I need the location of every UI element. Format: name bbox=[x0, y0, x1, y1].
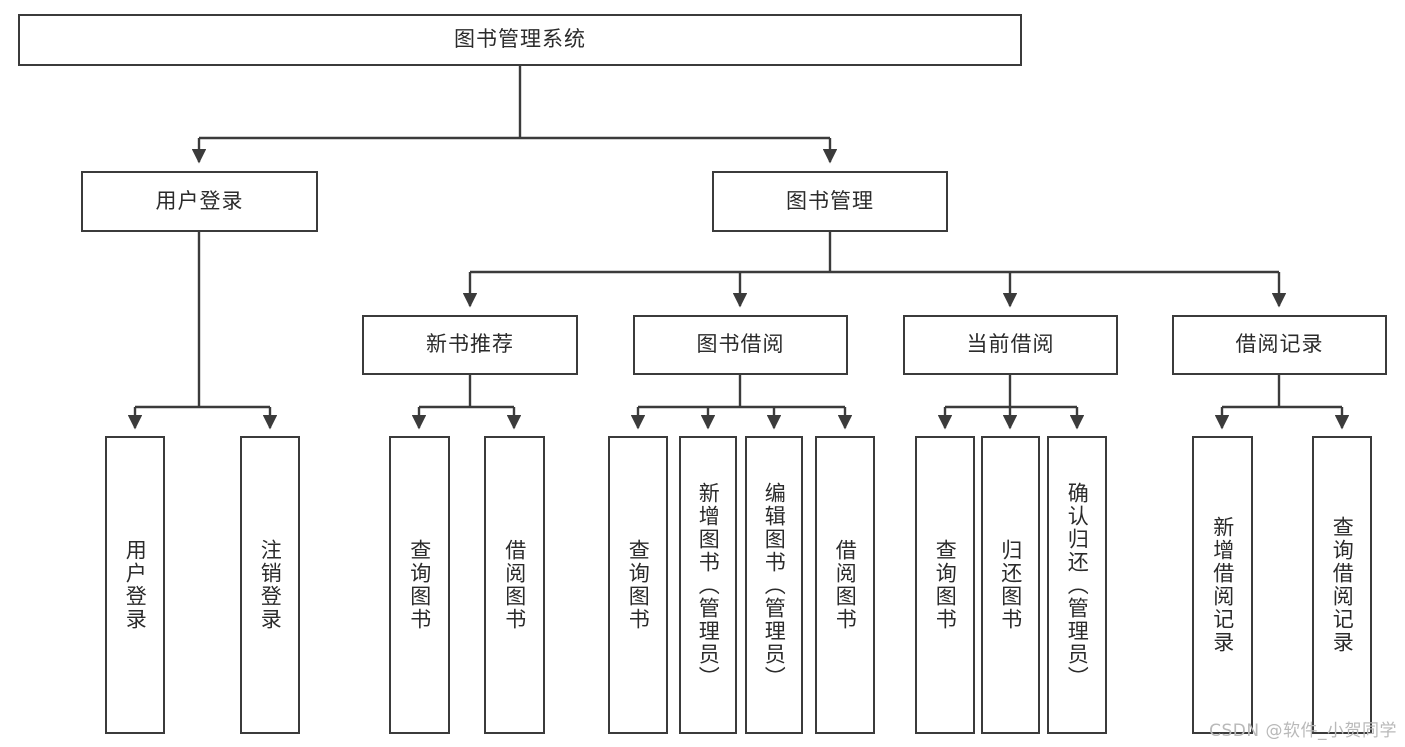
node-current-borrow-label: 当前借阅 bbox=[966, 332, 1055, 357]
node-borrow-record[interactable]: 借阅记录 bbox=[1172, 315, 1387, 375]
node-new-book-recommend-label: 新书推荐 bbox=[426, 332, 514, 357]
leaf-query-book-borrow[interactable]: 查询图书 bbox=[608, 436, 668, 734]
node-root-label: 图书管理系统 bbox=[454, 27, 586, 52]
leaf-query-book-current[interactable]: 查询图书 bbox=[915, 436, 975, 734]
leaf-query-borrow-record-label: 查询借阅记录 bbox=[1330, 516, 1355, 654]
leaf-borrow-book-recommend[interactable]: 借阅图书 bbox=[484, 436, 545, 734]
leaf-add-borrow-record[interactable]: 新增借阅记录 bbox=[1192, 436, 1253, 734]
node-current-borrow[interactable]: 当前借阅 bbox=[903, 315, 1118, 375]
node-book-borrow-label: 图书借阅 bbox=[696, 332, 785, 357]
leaf-return-book[interactable]: 归还图书 bbox=[981, 436, 1040, 734]
leaf-user-login[interactable]: 用户登录 bbox=[105, 436, 165, 734]
leaf-logout-login-label: 注销登录 bbox=[258, 539, 283, 631]
leaf-confirm-return-admin-label: 确认归还（管理员） bbox=[1065, 481, 1090, 689]
leaf-query-book-recommend-label: 查询图书 bbox=[407, 539, 432, 631]
leaf-edit-book-admin[interactable]: 编辑图书（管理员） bbox=[745, 436, 803, 734]
leaf-add-book-admin-label: 新增图书（管理员） bbox=[696, 481, 721, 689]
leaf-query-book-current-label: 查询图书 bbox=[933, 539, 958, 631]
leaf-add-book-admin[interactable]: 新增图书（管理员） bbox=[679, 436, 737, 734]
node-book-management[interactable]: 图书管理 bbox=[712, 171, 948, 232]
node-borrow-record-label: 借阅记录 bbox=[1235, 332, 1324, 357]
node-root[interactable]: 图书管理系统 bbox=[18, 14, 1022, 66]
leaf-borrow-book[interactable]: 借阅图书 bbox=[815, 436, 875, 734]
node-user-login[interactable]: 用户登录 bbox=[81, 171, 318, 232]
node-book-management-label: 图书管理 bbox=[786, 188, 874, 213]
leaf-return-book-label: 归还图书 bbox=[998, 539, 1023, 631]
csdn-watermark: CSDN @软件_小贺同学 bbox=[1209, 721, 1397, 741]
leaf-logout-login[interactable]: 注销登录 bbox=[240, 436, 300, 734]
leaf-confirm-return-admin[interactable]: 确认归还（管理员） bbox=[1047, 436, 1107, 734]
leaf-query-book-recommend[interactable]: 查询图书 bbox=[389, 436, 450, 734]
leaf-user-login-label: 用户登录 bbox=[123, 539, 148, 631]
node-new-book-recommend[interactable]: 新书推荐 bbox=[362, 315, 578, 375]
leaf-edit-book-admin-label: 编辑图书（管理员） bbox=[762, 481, 787, 689]
leaf-borrow-book-label: 借阅图书 bbox=[833, 539, 858, 631]
node-book-borrow[interactable]: 图书借阅 bbox=[633, 315, 848, 375]
leaf-borrow-book-recommend-label: 借阅图书 bbox=[502, 539, 527, 631]
leaf-query-borrow-record[interactable]: 查询借阅记录 bbox=[1312, 436, 1372, 734]
leaf-query-book-borrow-label: 查询图书 bbox=[626, 539, 651, 631]
leaf-add-borrow-record-label: 新增借阅记录 bbox=[1210, 516, 1235, 654]
node-user-login-label: 用户登录 bbox=[155, 188, 244, 213]
